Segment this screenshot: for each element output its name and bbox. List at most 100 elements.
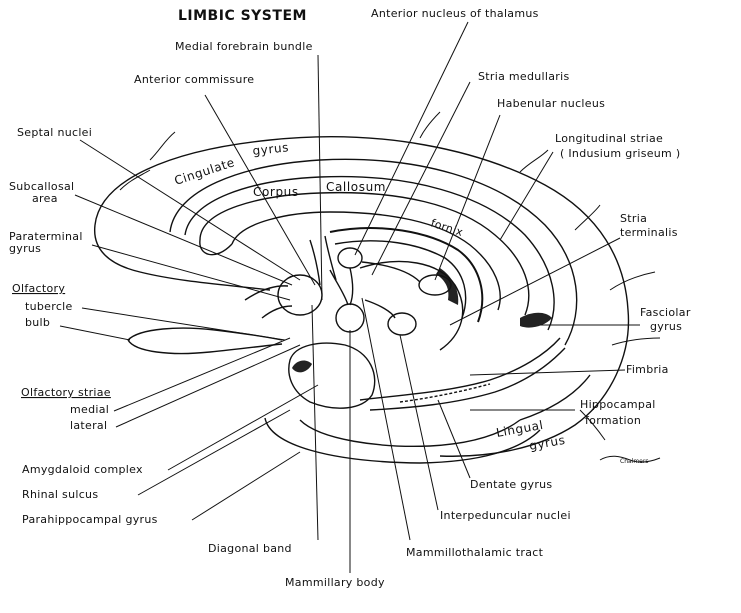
label-mammillothalamic: Mammillothalamic tract	[406, 546, 544, 559]
temporal-lobe-outline	[264, 417, 541, 464]
mammillary-blob	[335, 303, 365, 333]
label-paraterminal-2: gyrus	[9, 242, 41, 255]
label-indusium: ( Indusium griseum )	[560, 147, 680, 160]
signature-text: Chalmers	[620, 458, 648, 465]
hippocampus-band	[359, 337, 561, 401]
label-subcallosal-2: area	[32, 192, 58, 205]
hemisphere-outline-lower	[94, 224, 271, 291]
amygdala-shade	[292, 360, 312, 373]
leader-interpeduncular	[399, 334, 439, 511]
label-subcallosal-1: Subcallosal	[9, 180, 74, 193]
cingulate-gyrus-outer	[169, 158, 578, 346]
thalamic-connections	[329, 261, 421, 319]
label-longitudinal-striae: Longitudinal striae	[555, 132, 663, 145]
label-diagonal-band: Diagonal band	[208, 542, 292, 555]
label-fimbria: Fimbria	[626, 363, 669, 376]
label-interpeduncular: Interpeduncular nuclei	[440, 509, 571, 522]
leader-anterior-commissure	[204, 94, 316, 286]
label-mammillary: Mammillary body	[285, 576, 385, 589]
fornix-shade	[436, 268, 459, 305]
olfactory-tract-lower	[261, 305, 293, 319]
leader-lateral-stria	[115, 344, 301, 428]
olfactory-bulb-shape-2	[127, 339, 283, 355]
fasciolar-shade	[520, 312, 552, 328]
lingual-gyrus-label: gyrus	[528, 433, 566, 453]
leader-tubercle	[81, 307, 286, 341]
label-fasciolar-2: gyrus	[650, 320, 682, 333]
leader-stria-terminalis	[449, 237, 621, 326]
olfactory-tract-upper	[244, 285, 289, 301]
sulcus-1	[149, 131, 176, 161]
leader-fimbria	[469, 369, 626, 376]
label-hippocampal-1: Hippocampal	[580, 398, 656, 411]
label-medial-forebrain: Medial forebrain bundle	[175, 40, 313, 53]
label-olfactory: Olfactory	[12, 282, 65, 295]
hippocampus-band-2	[369, 347, 566, 411]
label-fasciolar-1: Fasciolar	[640, 306, 691, 319]
brain-illustration	[94, 111, 661, 464]
olfactory-bulb-shape	[127, 327, 283, 341]
label-stria-terminalis-2: terminalis	[620, 226, 678, 239]
leader-subcallosal	[74, 194, 293, 286]
leader-septal	[79, 139, 301, 281]
sulcus-5	[574, 204, 601, 231]
leader-lines	[59, 21, 640, 573]
leader-bulb	[59, 325, 131, 341]
fornix-band	[329, 227, 484, 323]
cingulate-gyrus-inner	[184, 175, 555, 331]
sulcus-4	[519, 149, 549, 173]
label-olfactory-striae: Olfactory striae	[21, 386, 111, 399]
label-septal: Septal nuclei	[17, 126, 92, 139]
leader-longitudinal-striae	[499, 151, 554, 241]
corpus-callosum-inner	[231, 211, 501, 311]
corpus-label: Corpus	[253, 185, 299, 199]
habenular-blob	[418, 274, 452, 296]
sulcus-2	[119, 169, 151, 191]
septal-region-blob	[277, 274, 323, 316]
cingulate-label: Cingulate	[173, 155, 237, 188]
sulcus-6	[609, 271, 656, 291]
leader-dentate	[437, 399, 471, 479]
label-parahippocampal: Parahippocampal gyrus	[22, 513, 158, 526]
label-anterior-commissure: Anterior commissure	[134, 73, 254, 86]
forebrain-fibers	[309, 235, 337, 286]
signature-squiggle	[599, 455, 661, 463]
anterior-nucleus-blob	[337, 247, 363, 269]
label-rhinal: Rhinal sulcus	[22, 488, 98, 501]
label-anterior-nucleus: Anterior nucleus of thalamus	[371, 7, 539, 20]
fornix-label: fornix	[429, 216, 465, 239]
stria-terminalis-curve	[359, 260, 464, 351]
label-hippocampal-2: formation	[585, 414, 641, 427]
leader-amygdaloid	[167, 384, 319, 471]
leader-medial-stria	[113, 337, 291, 412]
temporal-lobe-inner	[299, 419, 521, 447]
leader-paraterminal	[91, 244, 291, 301]
label-lateral: lateral	[70, 419, 107, 432]
leader-diagonal-band	[311, 304, 319, 541]
label-tubercle: tubercle	[25, 300, 73, 313]
dentate-hatch	[399, 383, 491, 403]
callosum-label: Callosum	[326, 180, 386, 194]
diagram-title: LIMBIC SYSTEM	[178, 8, 307, 24]
outer-labels: Anterior nucleus of thalamus Medial fore…	[9, 7, 691, 589]
label-bulb: bulb	[25, 316, 50, 329]
leader-habenular	[434, 114, 501, 281]
leader-medial-forebrain	[317, 54, 323, 301]
label-stria-terminalis-1: Stria	[620, 212, 647, 225]
label-habenular: Habenular nucleus	[497, 97, 605, 110]
sulcus-8	[579, 409, 606, 441]
leader-stria-medullaris	[371, 81, 471, 276]
lingual-edge	[519, 374, 591, 421]
label-paraterminal-1: Paraterminal	[9, 230, 83, 243]
cingulate-gyrus-label: gyrus	[252, 140, 290, 158]
leader-mammillothalamic	[361, 297, 411, 541]
label-amygdaloid: Amygdaloid complex	[22, 463, 143, 476]
leader-parahippocampal	[191, 451, 301, 521]
label-stria-medullaris: Stria medullaris	[478, 70, 570, 83]
hemisphere-outline	[94, 136, 630, 457]
amygdala-outline	[288, 342, 376, 409]
interpeduncular-blob	[387, 312, 417, 336]
sulcus-7	[611, 337, 661, 346]
